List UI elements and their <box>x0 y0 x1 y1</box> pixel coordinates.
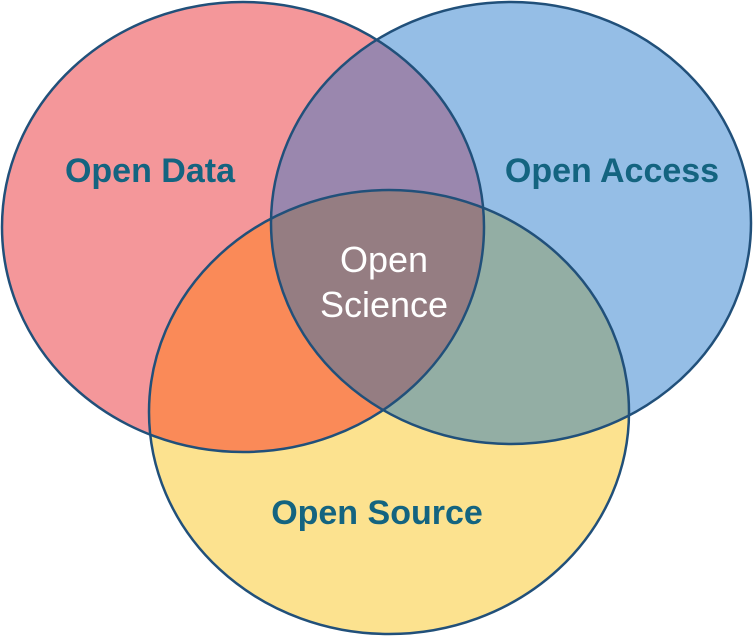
open-data-outline <box>0 0 486 454</box>
open-access-label: Open Access <box>505 152 719 190</box>
open-source-label: Open Source <box>271 494 483 532</box>
open-access-outline <box>269 0 753 446</box>
center-label-line2: Science <box>320 284 448 325</box>
open-source-outline <box>147 188 631 636</box>
open-data-label: Open Data <box>65 152 236 190</box>
center-label-line1: Open <box>340 239 428 280</box>
